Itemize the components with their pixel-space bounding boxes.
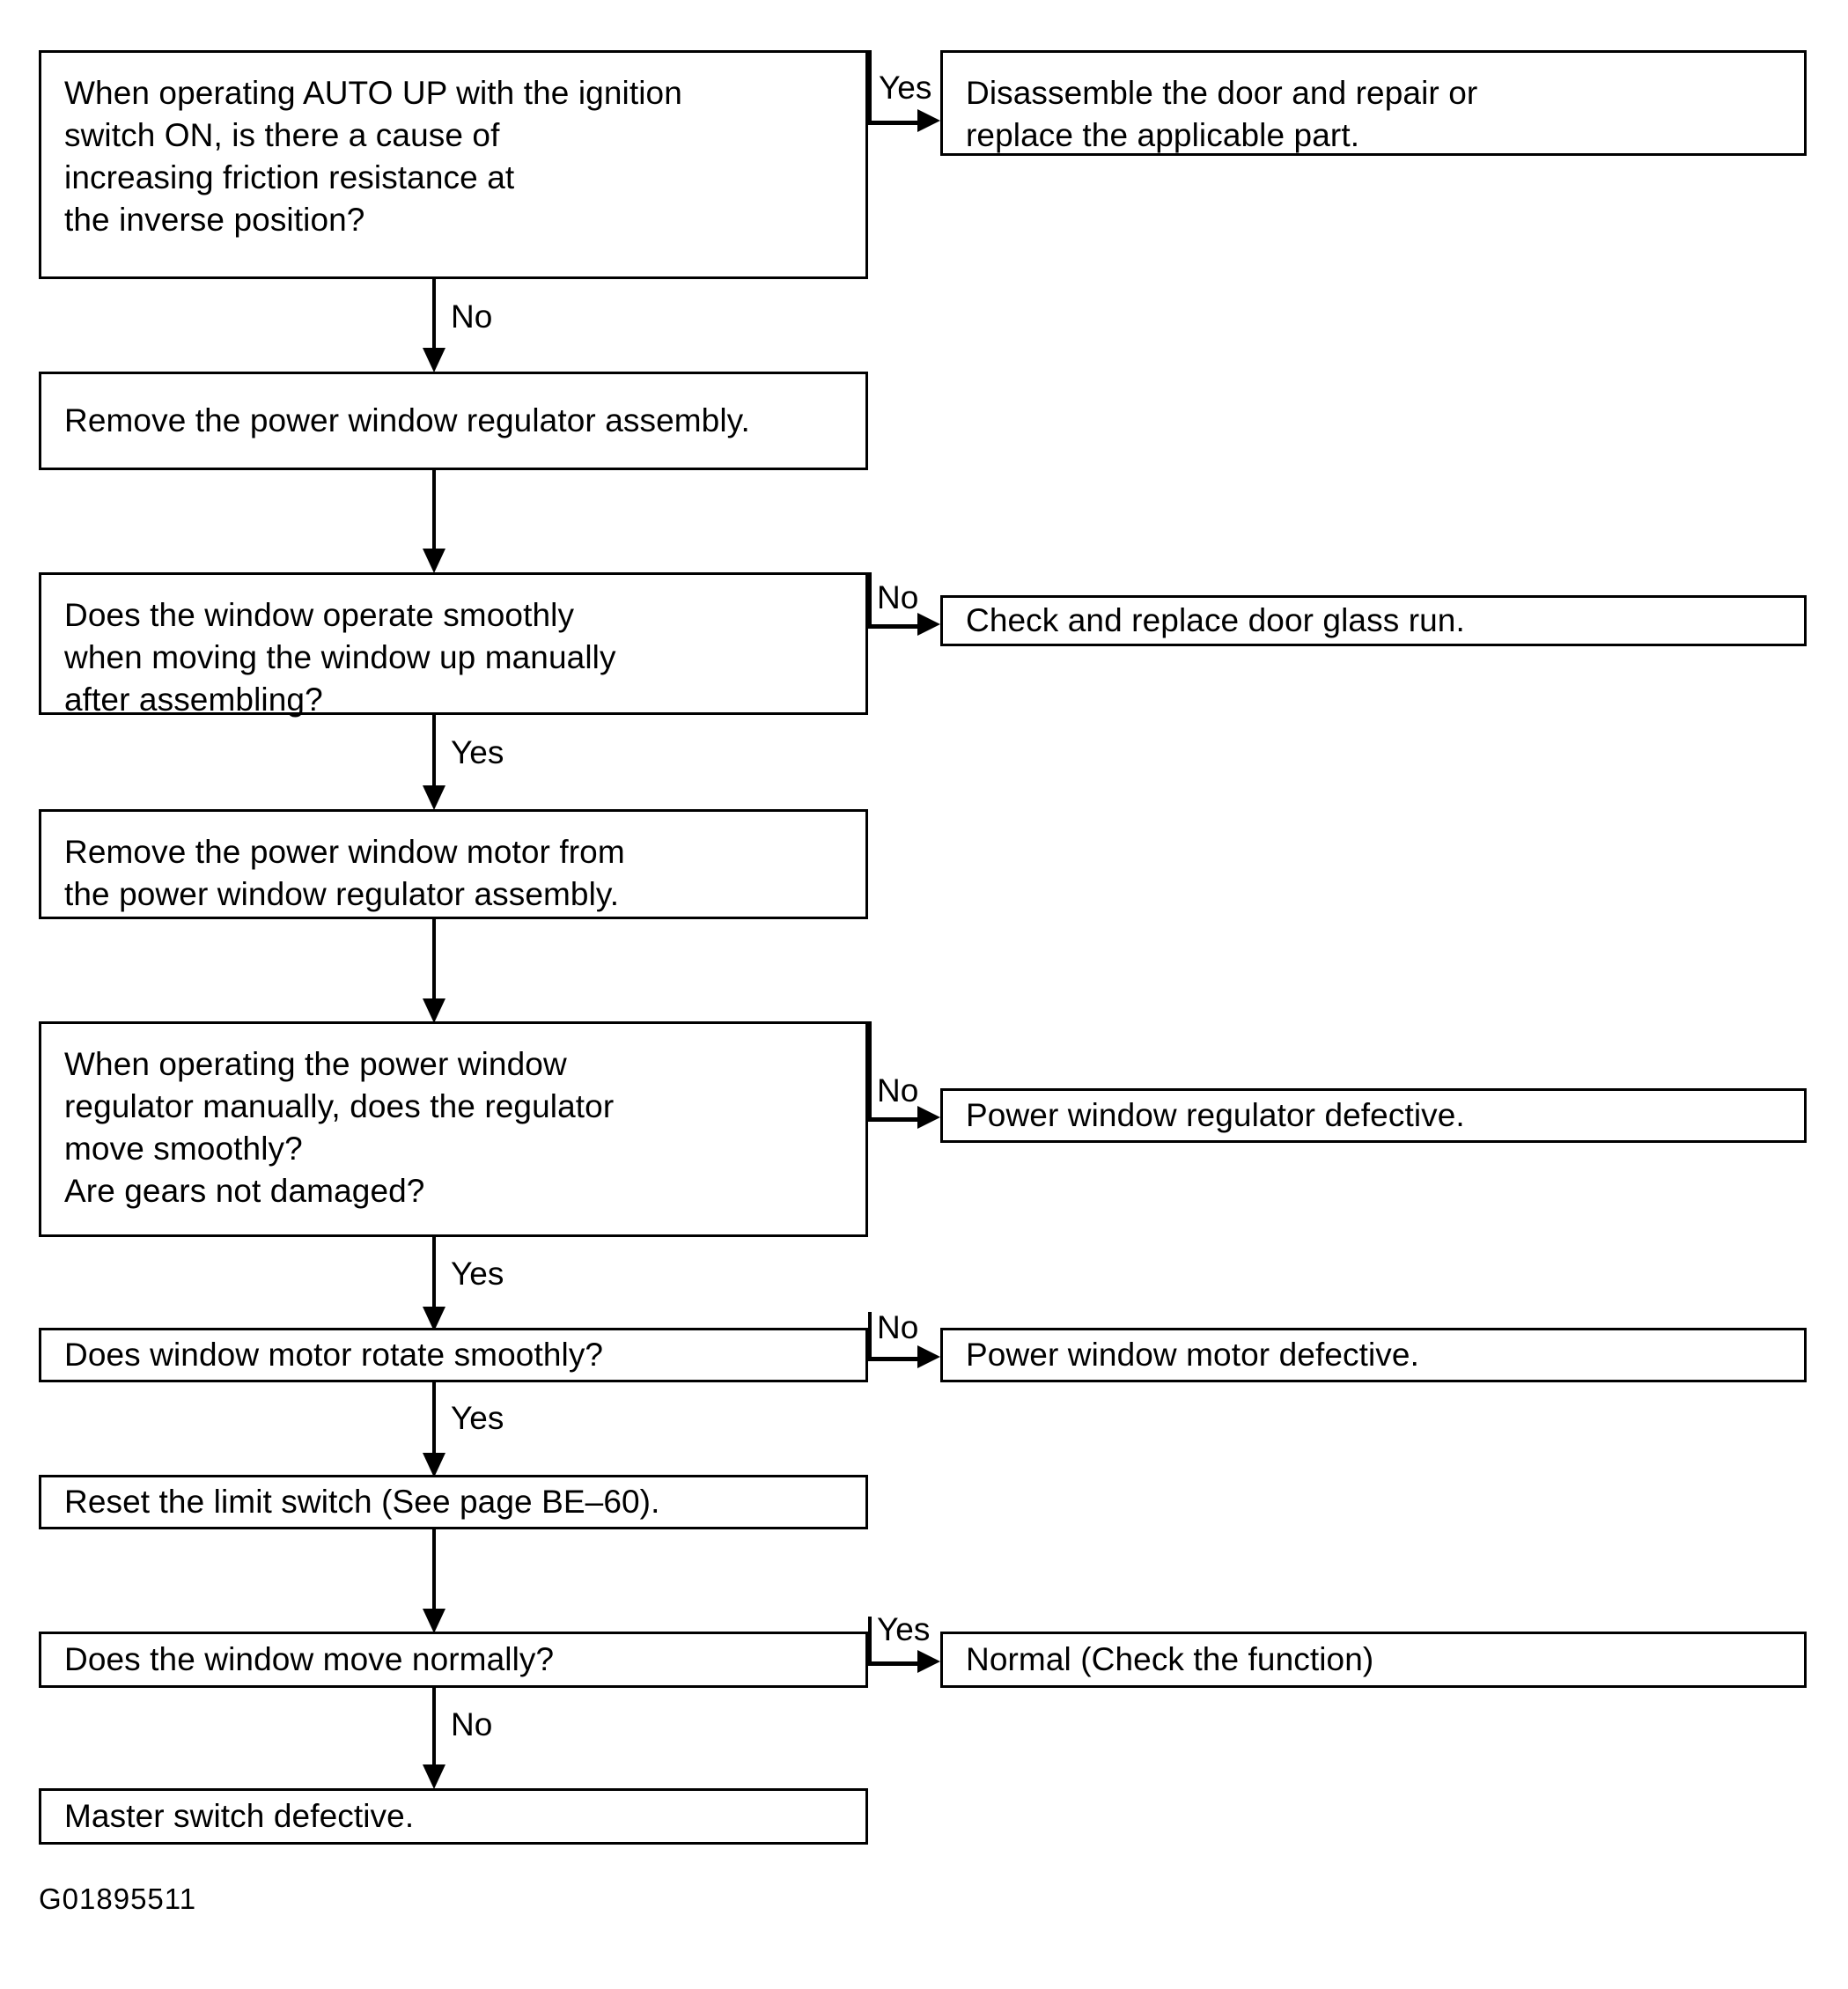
arrowhead-remove-motor xyxy=(423,998,445,1023)
arrowhead-window-smooth-no xyxy=(917,613,940,636)
arrowhead-auto-up-yes xyxy=(917,109,940,132)
connector-remove-motor-vertical xyxy=(432,919,436,1018)
arrowhead-window-normal-no xyxy=(423,1764,445,1789)
flow-node-text: Remove the power window motor from the p… xyxy=(64,834,625,913)
arrowhead-motor-rotate-yes xyxy=(423,1453,445,1477)
edge-label-window-normal-yes: Yes xyxy=(877,1611,931,1647)
connector-window-smooth-no-vertical xyxy=(868,572,872,629)
flow-node-a-regulator-defective: Power window regulator defective. xyxy=(940,1088,1807,1143)
arrowhead-window-normal-yes xyxy=(917,1650,940,1673)
edge-label-window-normal-no: No xyxy=(451,1706,493,1742)
flow-node-text: Does the window move normally? xyxy=(64,1640,555,1677)
connector-window-smooth-yes-vertical xyxy=(432,715,436,801)
flow-node-s-remove-motor: Remove the power window motor from the p… xyxy=(39,809,868,919)
flow-node-text: Disassemble the door and repair or repla… xyxy=(966,75,1478,154)
connector-motor-rotate-no-vertical xyxy=(868,1312,872,1361)
connector-regulator-smooth-no-vertical xyxy=(868,1021,872,1122)
flow-node-text: Check and replace door glass run. xyxy=(966,601,1465,638)
flow-node-text: Master switch defective. xyxy=(64,1797,415,1834)
arrowhead-auto-up-no xyxy=(423,348,445,372)
flow-node-text: Reset the limit switch (See page BE–60). xyxy=(64,1483,660,1520)
flow-node-a-disassemble-door: Disassemble the door and repair or repla… xyxy=(940,50,1807,156)
edge-label-window-smooth-yes: Yes xyxy=(451,734,504,770)
flow-node-a-motor-defective: Power window motor defective. xyxy=(940,1328,1807,1382)
flow-node-text: When operating AUTO UP with the ignition… xyxy=(64,75,682,239)
flow-node-q-regulator-smooth: When operating the power window regulato… xyxy=(39,1021,868,1237)
flow-node-s-reset-limit-switch: Reset the limit switch (See page BE–60). xyxy=(39,1475,868,1529)
edge-label-auto-up-no: No xyxy=(451,298,493,335)
flow-node-text: Does the window operate smoothly when mo… xyxy=(64,597,616,718)
edge-label-auto-up-yes: Yes xyxy=(879,70,932,106)
connector-window-normal-yes-vertical xyxy=(868,1617,872,1666)
arrowhead-remove-regulator xyxy=(423,549,445,573)
flow-node-text: Power window regulator defective. xyxy=(966,1096,1465,1133)
arrowhead-regulator-smooth-yes xyxy=(423,1307,445,1331)
flow-node-a-normal: Normal (Check the function) xyxy=(940,1632,1807,1688)
arrowhead-motor-rotate-no xyxy=(917,1345,940,1368)
flow-node-text: Remove the power window regulator assemb… xyxy=(64,401,750,438)
connector-auto-up-yes-horizontal xyxy=(868,121,921,125)
edge-label-motor-rotate-yes: Yes xyxy=(451,1400,504,1436)
connector-regulator-smooth-no-horizontal xyxy=(868,1117,921,1122)
connector-reset-limit-switch-vertical xyxy=(432,1529,436,1628)
flow-node-text: Normal (Check the function) xyxy=(966,1640,1374,1677)
flow-node-text: When operating the power window regulato… xyxy=(64,1046,615,1210)
arrowhead-reset-limit-switch xyxy=(423,1609,445,1633)
edge-label-regulator-smooth-yes: Yes xyxy=(451,1256,504,1292)
flow-node-q-window-smooth: Does the window operate smoothly when mo… xyxy=(39,572,868,718)
flow-node-text: Does window motor rotate smoothly? xyxy=(64,1336,604,1373)
connector-window-normal-yes-horizontal xyxy=(868,1661,921,1666)
connector-motor-rotate-no-horizontal xyxy=(868,1357,921,1361)
connector-motor-rotate-yes-vertical xyxy=(432,1382,436,1469)
flow-node-s-remove-regulator: Remove the power window regulator assemb… xyxy=(39,372,868,470)
connector-auto-up-no-vertical xyxy=(432,279,436,358)
connector-window-smooth-no-horizontal xyxy=(868,624,921,629)
flow-node-q-auto-up: When operating AUTO UP with the ignition… xyxy=(39,50,868,279)
connector-auto-up-yes-vertical xyxy=(868,50,872,122)
edge-label-regulator-smooth-no: No xyxy=(877,1072,919,1109)
connector-remove-regulator-vertical xyxy=(432,470,436,567)
edge-label-window-smooth-no: No xyxy=(877,579,919,615)
connector-window-normal-no-vertical xyxy=(432,1688,436,1781)
arrowhead-window-smooth-yes xyxy=(423,785,445,810)
flow-node-text: Power window motor defective. xyxy=(966,1336,1419,1373)
flow-node-a-master-switch-defective: Master switch defective. xyxy=(39,1788,868,1845)
edge-label-motor-rotate-no: No xyxy=(877,1309,919,1345)
arrowhead-regulator-smooth-no xyxy=(917,1106,940,1129)
figure-caption: G01895511 xyxy=(39,1882,197,1915)
flow-node-q-window-normal: Does the window move normally? xyxy=(39,1632,868,1688)
connector-regulator-smooth-yes-vertical xyxy=(432,1237,436,1323)
flow-node-a-check-glass-run: Check and replace door glass run. xyxy=(940,595,1807,646)
flow-node-q-motor-rotate: Does window motor rotate smoothly? xyxy=(39,1328,868,1382)
